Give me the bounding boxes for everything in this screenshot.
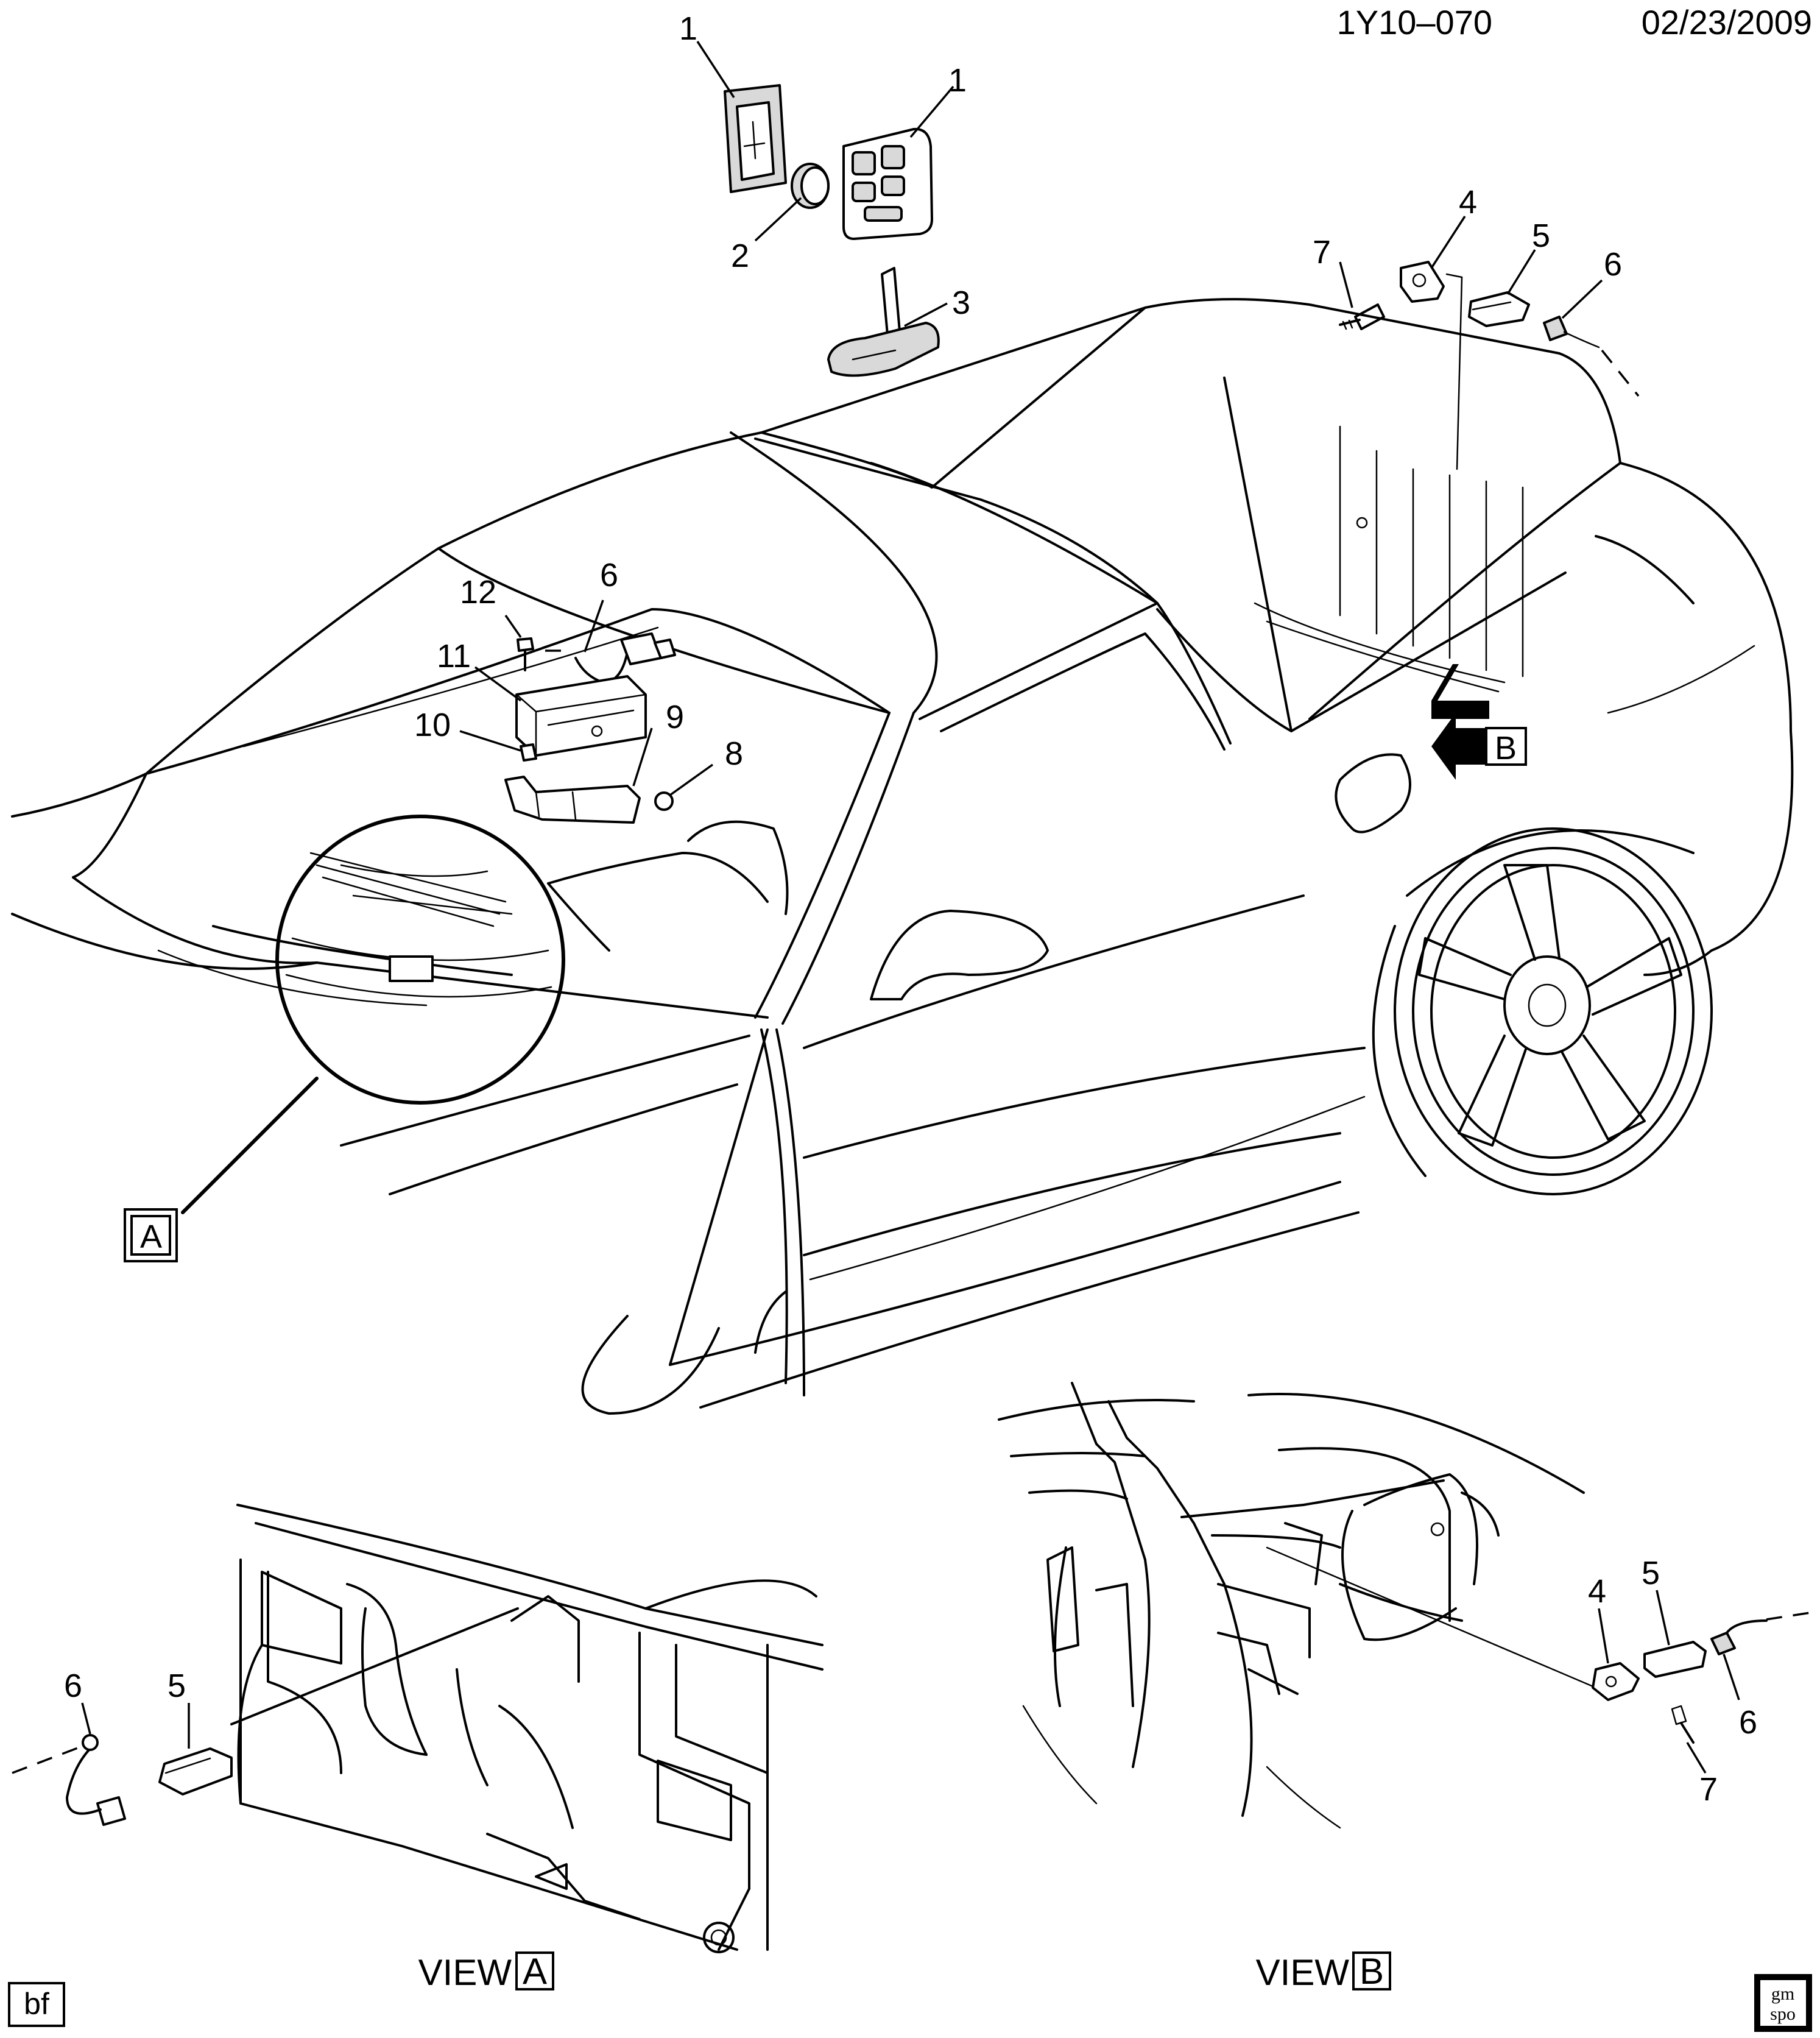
callout-4: 4 xyxy=(1588,1573,1606,1610)
view-ref-b: B xyxy=(1495,730,1517,766)
callout-9: 9 xyxy=(666,699,684,735)
callout-8: 8 xyxy=(725,735,743,772)
detail-circle-a: A xyxy=(124,815,565,1262)
callout-1: 1 xyxy=(679,10,697,47)
antenna-bracket xyxy=(1400,261,1445,303)
view-a: 6 5 VIEW A xyxy=(12,1504,824,1993)
diagram-header: 1Y10–070 02/23/2009 xyxy=(1337,3,1812,41)
callout-1: 1 xyxy=(948,62,967,99)
callout-3: 3 xyxy=(952,285,970,321)
callout-6: 6 xyxy=(1739,1704,1757,1741)
callout-5: 5 xyxy=(168,1668,186,1704)
callout-12: 12 xyxy=(460,574,496,610)
callout-6: 6 xyxy=(1604,246,1622,283)
receiver-module-group: 12 11 10 9 8 6 xyxy=(414,557,743,824)
callout-2: 2 xyxy=(731,238,749,274)
view-a-letter-box xyxy=(515,1951,554,1990)
view-b-label: VIEW xyxy=(1256,1952,1350,1993)
bf-mark: bf xyxy=(24,1987,49,2021)
callout-10: 10 xyxy=(414,707,451,743)
rear-wheel xyxy=(1372,827,1713,1195)
antenna-module xyxy=(1643,1641,1707,1678)
callout-5: 5 xyxy=(1532,218,1550,254)
callout-7: 7 xyxy=(1313,234,1331,271)
side-mirror xyxy=(870,910,1049,1000)
callout-5: 5 xyxy=(1642,1555,1660,1591)
view-a-label: VIEW xyxy=(418,1952,512,1993)
bf-box xyxy=(8,1982,65,2027)
callout-11: 11 xyxy=(437,638,471,674)
arrow-left-icon xyxy=(1431,664,1489,719)
callout-7: 7 xyxy=(1699,1771,1718,1808)
callout-6: 6 xyxy=(64,1668,82,1704)
rear-antenna-group: 7 4 5 6 xyxy=(1313,184,1640,470)
view-b-letter-box xyxy=(1352,1951,1391,1990)
diagram-date: 02/23/2009 xyxy=(1642,3,1812,41)
car-body xyxy=(11,298,1794,1415)
view-b: 4 5 6 7 VIEW B xyxy=(998,1382,1819,1993)
diagram-footer: bf gm spo xyxy=(8,1974,1812,2032)
logo-gm: gm xyxy=(1771,1984,1794,2004)
receiver-bracket xyxy=(504,776,641,824)
key-fob-group: 1 1 2 3 xyxy=(679,10,970,377)
remote-control-door-lock-receiver xyxy=(515,675,647,757)
view-ref-b-box xyxy=(1485,727,1527,766)
view-ref-a: A xyxy=(140,1219,162,1255)
view-b-letter: B xyxy=(1360,1951,1384,1992)
gm-spo-logo: gm spo xyxy=(1754,1974,1812,2032)
view-a-letter: A xyxy=(523,1951,547,1992)
callout-4: 4 xyxy=(1459,184,1477,221)
logo-spo: spo xyxy=(1770,2004,1796,2024)
view-ref-b-arrow: B xyxy=(1431,664,1527,780)
antenna-module xyxy=(158,1747,233,1796)
fuel-door xyxy=(1335,753,1411,833)
callout-6: 6 xyxy=(600,557,618,593)
diagram-code: 1Y10–070 xyxy=(1337,3,1492,41)
